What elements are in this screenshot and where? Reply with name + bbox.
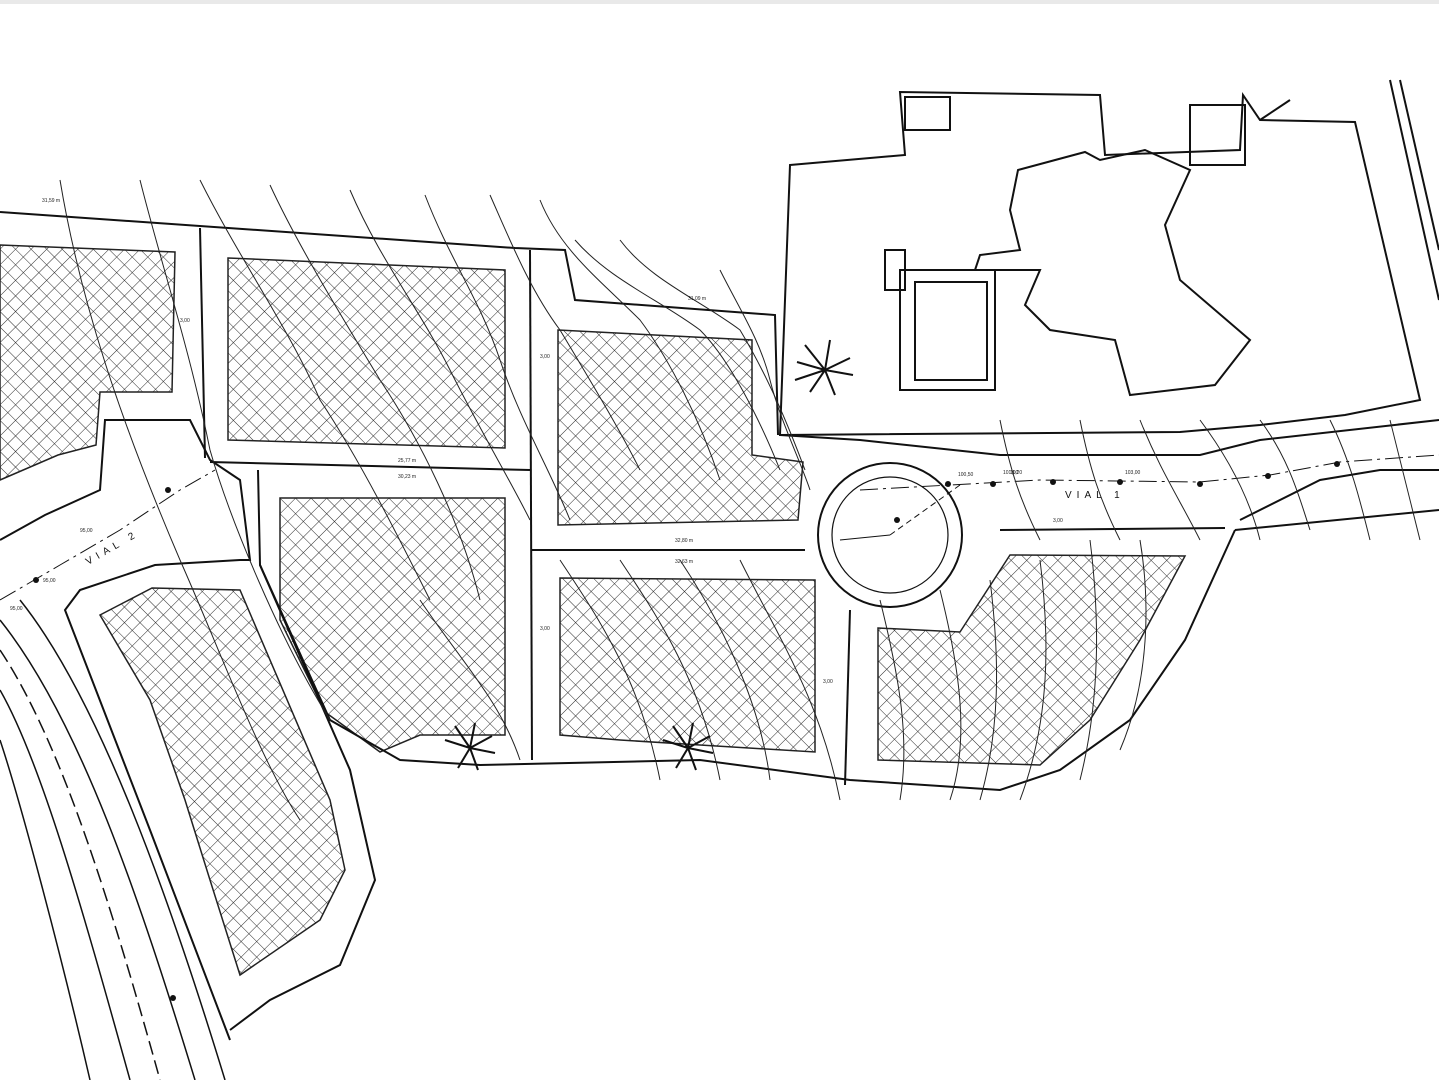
dim-label: 25,77 m [398, 458, 416, 464]
dim-label: 101,00 [1003, 470, 1019, 476]
dim-label: 32,63 m [675, 559, 693, 565]
dim-label: 103,00 [1125, 470, 1141, 476]
road-label-vial-1: VIAL 1 [1065, 490, 1125, 501]
dim-label: 3,00 [1053, 518, 1063, 524]
plot-boundaries [0, 211, 1439, 1041]
palm-tree-icon [444, 339, 854, 771]
dim-label: 11,20 [1010, 470, 1022, 476]
dim-label: 3,00 [540, 626, 550, 632]
dim-label: 100,50 [958, 472, 974, 478]
dim-label: 3,00 [823, 679, 833, 685]
dim-label: 31,59 m [42, 198, 60, 204]
survey-points [33, 461, 1340, 1001]
parcel-5 [559, 577, 816, 753]
dim-label: 3,00 [540, 354, 550, 360]
vial-1-centreline [0, 454, 1439, 601]
parcels [0, 244, 1187, 977]
parcel-6 [877, 554, 1187, 766]
parcel-2 [227, 257, 506, 449]
parcel-7 [98, 587, 346, 977]
parcel-3 [557, 329, 804, 526]
roundabout [817, 462, 963, 608]
dim-label: 3,00 [180, 318, 190, 324]
dim-label: 95,00 [43, 578, 56, 584]
dimension-labels: 31,59 m 31,09 m 32,80 m 32,63 m 25,77 m … [10, 198, 1141, 685]
top-strip [0, 0, 1439, 4]
existing-building [778, 79, 1439, 437]
dim-label: 32,80 m [675, 538, 693, 544]
curved-road [0, 599, 226, 1080]
parcel-1 [0, 244, 176, 481]
dim-label: 30,23 m [398, 474, 416, 480]
contour-lines [59, 179, 1421, 821]
dim-label: 95,00 [10, 606, 23, 612]
dim-label: 31,09 m [688, 296, 706, 302]
parcel-4 [279, 497, 506, 753]
dim-label: 95,00 [80, 528, 93, 534]
